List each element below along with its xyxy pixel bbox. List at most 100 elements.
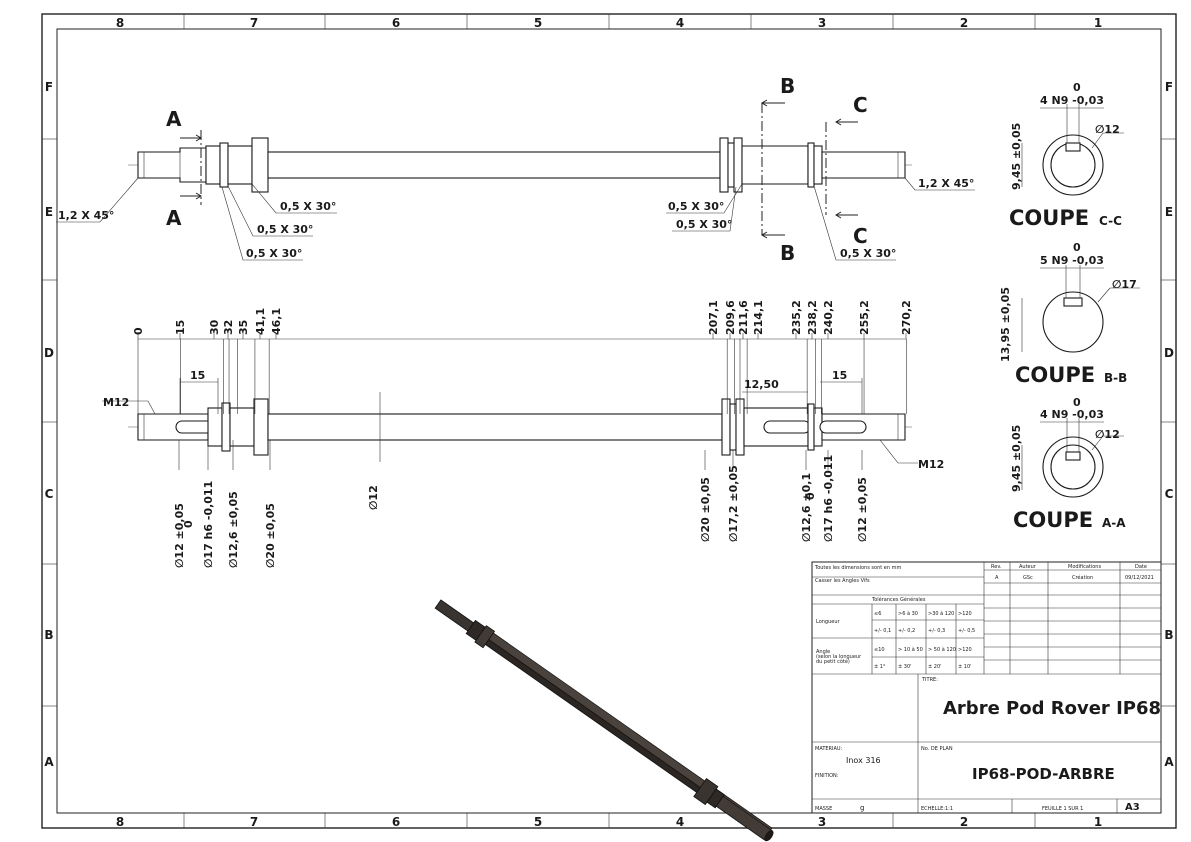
- position-dim-right: 235,2: [790, 300, 803, 335]
- zone-col-bottom: 3: [818, 815, 826, 829]
- zone-col-bottom: 5: [534, 815, 542, 829]
- chamfer-left-label: 1,2 X 45°: [58, 209, 114, 222]
- zone-row-right: C: [1165, 487, 1174, 501]
- zone-row-left: F: [45, 80, 53, 94]
- zone-row-right: A: [1164, 755, 1174, 769]
- position-dim-left: 0: [132, 327, 145, 335]
- tb-date-h: Date: [1135, 564, 1147, 570]
- zone-col-bottom: 1: [1094, 815, 1102, 829]
- section-b-b: 0 5 N9 -0,03 ∅17 13,95 ±0,05 COUPE B-B: [999, 241, 1140, 387]
- tb-angle: Angle: [816, 649, 830, 655]
- position-dim-right: 209,6: [724, 300, 737, 335]
- tb-titre-label: TITRE:: [921, 677, 938, 683]
- section-b-bottom: B: [780, 241, 795, 265]
- zone-col-top: 6: [392, 16, 400, 30]
- diameter-tol-upper-right: 0: [804, 492, 817, 500]
- tb-date: 09/12/2021: [1125, 575, 1154, 581]
- zone-col-bottom: 8: [116, 815, 124, 829]
- len-12-50: 12,50: [744, 378, 779, 391]
- zone-row-right: E: [1165, 205, 1173, 219]
- tb-modif: Création: [1072, 574, 1093, 581]
- groove-label-2: 0,5 X 30°: [257, 223, 313, 236]
- position-dim-right: 238,2: [806, 300, 819, 335]
- groove-label-1: 0,5 X 30°: [280, 200, 336, 213]
- tb-finition-label: FINITION:: [815, 773, 839, 779]
- zone-col-bottom: 2: [960, 815, 968, 829]
- title-block: Toutes les dimensions sont en mm Casser …: [811, 561, 1162, 814]
- tol-angle-range: >120: [958, 647, 972, 653]
- sec-aa-dia: ∅12: [1095, 428, 1120, 441]
- position-dim-left: 15: [174, 320, 187, 335]
- tb-angle-sub2: du petit côté): [816, 658, 850, 665]
- diameter-dim-right: ∅17 h6 -0,011: [822, 455, 835, 542]
- tb-auteur-h: Auteur: [1019, 564, 1037, 570]
- sec-bb-suffix: B-B: [1104, 371, 1127, 385]
- tb-masse-unit: g: [860, 804, 864, 812]
- tb-echelle: ECHELLE:1:1: [921, 806, 953, 812]
- position-dim-left: 35: [237, 320, 250, 335]
- sec-aa-key: 4 N9 -0,03: [1040, 408, 1104, 421]
- zone-col-top: 4: [676, 16, 684, 30]
- section-c-top: C: [853, 93, 868, 117]
- position-dim-right: 214,1: [752, 300, 765, 335]
- zone-col-top: 1: [1094, 16, 1102, 30]
- top-view: A A B B C C 1,2 X 45° 1,2 X 45° 0,5 X 30…: [56, 74, 975, 265]
- position-dim-right: 211,6: [737, 300, 750, 335]
- sec-cc-suffix: C-C: [1099, 214, 1122, 228]
- diameter-dim-right: ∅12,6 ±0,1: [800, 473, 813, 542]
- tol-angle-range: ≤10: [874, 647, 885, 653]
- diameter-dims-left: ∅12 ±0,05∅17 h6 -0,011∅12,6 ±0,05∅20 ±0,…: [173, 440, 277, 568]
- len-15-right: 15: [832, 369, 847, 382]
- dia-mid-label: ∅12: [367, 485, 380, 510]
- diameter-dim-left: ∅12 ±0,05: [173, 503, 186, 568]
- zone-row-right: F: [1165, 80, 1173, 94]
- tb-longueur: Longueur: [816, 619, 841, 625]
- tol-length-range: >120: [958, 611, 972, 617]
- groove-label-5: 0,5 X 30°: [676, 218, 732, 231]
- tb-angle-sub1: (selon la longueur: [816, 654, 862, 660]
- diameter-dim-left: ∅20 ±0,05: [264, 503, 277, 568]
- diameter-tol-upper-left: 0: [182, 520, 195, 528]
- sec-cc-dia: ∅12: [1095, 123, 1120, 136]
- position-dim-left: 41,1: [254, 308, 267, 335]
- tol-length-value: +/- 0,3: [928, 628, 945, 634]
- diameter-dim-left: ∅17 h6 -0,011: [202, 481, 215, 568]
- tb-auteur: GSc: [1023, 575, 1033, 581]
- tb-materiau: Inox 316: [846, 756, 881, 765]
- len-15-left: 15: [190, 369, 205, 382]
- tb-materiau-label: MATERIAU:: [815, 746, 843, 752]
- tol-angle-range: > 50 à 120: [928, 646, 956, 653]
- sec-bb-key-upper: 0: [1073, 241, 1081, 254]
- sec-cc-title: COUPE: [1009, 206, 1089, 230]
- zone-row-left: C: [45, 487, 54, 501]
- sec-cc-key-upper: 0: [1073, 81, 1081, 94]
- tb-modif-h: Modifications: [1068, 564, 1101, 570]
- diameter-dims-right: ∅20 ±0,05∅17,2 ±0,05∅12,6 ±0,1∅17 h6 -0,…: [699, 450, 869, 542]
- tb-tol-title: Tolérances Générales: [871, 596, 926, 603]
- tb-plan: IP68-POD-ARBRE: [972, 765, 1115, 783]
- sec-bb-key: 5 N9 -0,03: [1040, 254, 1104, 267]
- position-dim-right: 240,2: [822, 300, 835, 335]
- thread-right-label: M12: [918, 458, 944, 471]
- tb-feuille: FEUILLE 1 SUR 1: [1042, 806, 1083, 812]
- sec-aa-depth: 9,45 ±0,05: [1010, 425, 1023, 492]
- tol-length-value: +/- 0,5: [958, 628, 975, 634]
- zone-col-bottom: 7: [250, 815, 258, 829]
- sec-cc-depth: 9,45 ±0,05: [1010, 123, 1023, 190]
- tol-length-range: >6 à 30: [898, 610, 918, 617]
- zone-col-top: 2: [960, 16, 968, 30]
- tol-length-range: ≤6: [874, 611, 881, 617]
- tb-titre: Arbre Pod Rover IP68: [943, 698, 1161, 719]
- zone-row-left: B: [44, 628, 53, 642]
- zone-row-right: D: [1164, 346, 1174, 360]
- tol-angle-value: ± 30': [898, 664, 912, 670]
- sec-bb-depth: 13,95 ±0,05: [999, 287, 1012, 362]
- section-c-bottom: C: [853, 224, 868, 248]
- position-dim-left: 30: [208, 319, 221, 335]
- diameter-dim-right: ∅20 ±0,05: [699, 477, 712, 542]
- thread-left-label: M12: [103, 396, 129, 409]
- tb-note1: Toutes les dimensions sont en mm: [814, 565, 902, 571]
- zone-col-top: 7: [250, 16, 258, 30]
- tol-length-value: +/- 0,1: [874, 628, 891, 634]
